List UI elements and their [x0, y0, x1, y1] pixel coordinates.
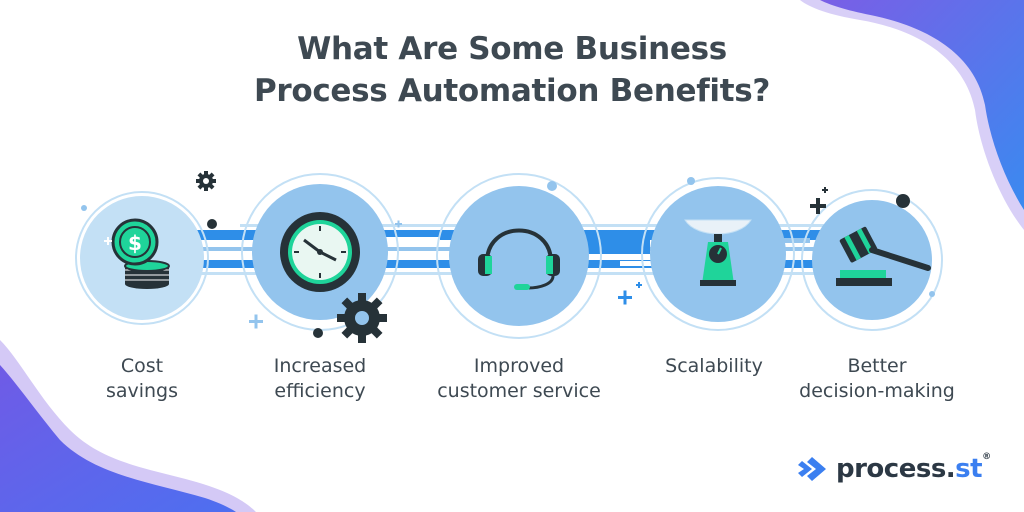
process-st-logo-icon: [798, 457, 826, 481]
headset-icon: [478, 228, 560, 290]
circle-customer-service: [436, 173, 602, 339]
gear-icon: [196, 171, 216, 191]
title-line-2: Process Automation Benefits?: [253, 73, 771, 109]
plus-icon: [249, 220, 402, 329]
svg-text:$: $: [128, 231, 142, 255]
benefit-label-line: Cost: [120, 355, 164, 377]
benefit-label-line: savings: [105, 380, 179, 402]
title-line-1: What Are Some Business: [297, 31, 727, 67]
clock-icon: [280, 212, 360, 292]
brand-name-accent: st: [955, 454, 983, 484]
bottom-left-corner-decoration: [0, 340, 256, 512]
benefit-label-customer-service: Improved customer service: [409, 354, 629, 404]
plus-icon: [618, 282, 642, 305]
benefit-label-line: efficiency: [274, 380, 366, 402]
dollar-coins-icon: $: [104, 218, 170, 289]
benefit-label-scalability: Scalability: [604, 354, 824, 379]
registered-mark: ®: [982, 452, 991, 462]
benefit-label-line: Increased: [273, 355, 367, 377]
brand-logo: process.st®: [798, 452, 991, 484]
benefit-label-cost-savings: Cost savings: [32, 354, 252, 404]
scale-icon: [684, 219, 752, 286]
benefit-label-line: decision-making: [799, 380, 955, 402]
plus-icon: [810, 187, 828, 214]
circle-decision-making: [801, 189, 943, 331]
brand-name: process.st®: [836, 452, 991, 484]
benefit-label-line: Better: [847, 355, 907, 377]
dot-icon: [313, 328, 323, 338]
benefit-label-line: Improved: [473, 355, 565, 377]
top-right-corner-decoration: [800, 0, 1024, 230]
page-title: What Are Some Business Process Automatio…: [0, 28, 1024, 112]
dot-icon: [207, 219, 217, 229]
gear-large-icon: [337, 293, 387, 343]
benefit-label-decision-making: Better decision-making: [767, 354, 987, 404]
benefit-label-line: Scalability: [665, 355, 763, 377]
benefit-label-efficiency: Increased efficiency: [210, 354, 430, 404]
dot-icon: [896, 194, 910, 208]
gavel-icon: [836, 226, 931, 286]
benefit-label-line: customer service: [437, 380, 601, 402]
brand-name-main: process.: [836, 454, 956, 484]
